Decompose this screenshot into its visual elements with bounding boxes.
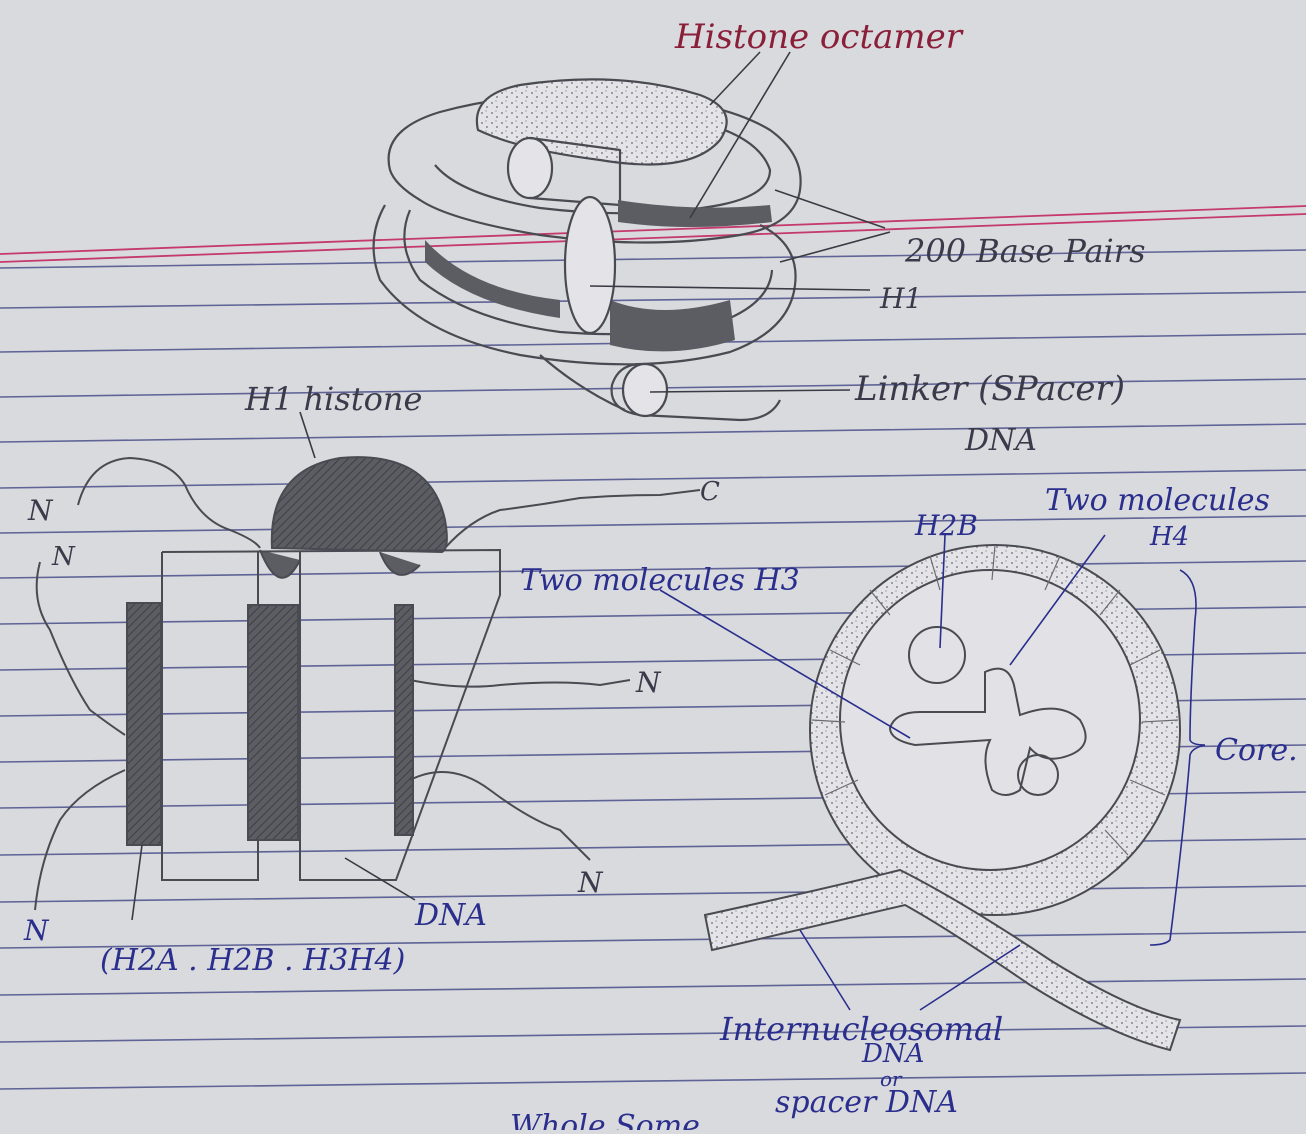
core-histones-label: (H2A . H2B . H3H4) [100, 943, 405, 978]
h1-histone-label: H1 histone [244, 380, 422, 418]
dna-label-left: DNA [414, 898, 487, 933]
h1-label-top: H1 [879, 282, 922, 315]
internucleosomal-dna-label: DNA [861, 1039, 924, 1069]
h4-label-line1: Two molecules [1045, 483, 1270, 518]
linker-label: Linker (SPacer) [854, 369, 1125, 409]
dna-shade-lower [425, 240, 560, 318]
base-pairs-label: 200 Base Pairs [904, 232, 1146, 270]
histone-octamer-label: Histone octamer [674, 17, 964, 57]
dna-bar-1 [127, 603, 161, 845]
tail-n1 [78, 458, 260, 548]
labels: Histone octamer 200 Base Pairs H1 Linker… [23, 17, 1298, 1130]
histone-cylinder-top [508, 138, 552, 198]
n-terminal-label-5: N [23, 914, 50, 947]
nucleosome-3d-drawing [374, 79, 801, 420]
core-label: Core. [1215, 733, 1298, 768]
dna-bar-2 [248, 605, 298, 840]
n-terminal-label-4: N [577, 866, 604, 899]
tail-n4 [410, 772, 590, 860]
linker-dna-label: DNA [964, 423, 1037, 458]
tail-n2 [37, 562, 125, 735]
n-terminal-label-3: N [635, 666, 662, 699]
h4-label-line2: H4 [1149, 522, 1189, 552]
h2b-label: H2B [914, 509, 978, 542]
bottom-partial-text: Whole Some [510, 1109, 700, 1130]
nucleosome-core-drawing [705, 545, 1180, 1050]
tail-c [445, 490, 700, 548]
c-terminal-label: C [700, 477, 720, 507]
n-terminal-label-2: N [51, 542, 76, 572]
dna-bar-3 [395, 605, 413, 835]
tail-n5 [35, 770, 125, 910]
h1-cylinder [565, 197, 615, 333]
tail-n3 [410, 680, 630, 687]
n-terminal-label-1: N [27, 494, 54, 527]
spacer-dna-label: spacer DNA [775, 1085, 958, 1120]
h1-histone-dome [272, 457, 447, 552]
h3-label: Two molecules H3 [520, 563, 800, 598]
